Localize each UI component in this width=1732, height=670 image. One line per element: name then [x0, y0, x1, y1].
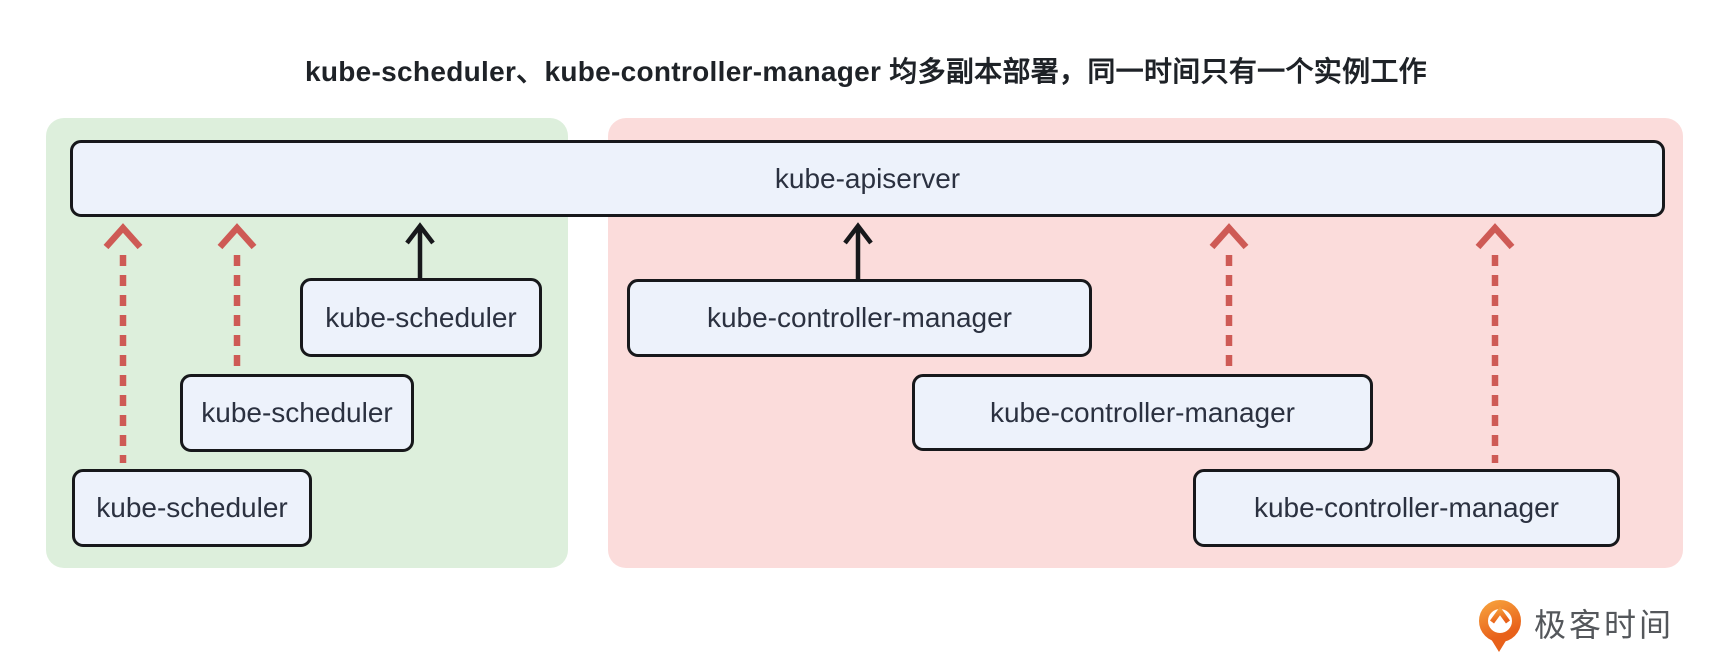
dashed-arrow-controller-manager-standby-2: [1475, 223, 1515, 463]
controller-manager-box-standby-2: kube-controller-manager: [1193, 469, 1620, 547]
apiserver-box: kube-apiserver: [70, 140, 1665, 217]
solid-arrow-scheduler-active: [405, 222, 435, 279]
geektime-logo: 极客时间: [1477, 597, 1674, 653]
controller-manager-label: kube-controller-manager: [989, 396, 1296, 428]
apiserver-label: kube-apiserver: [774, 162, 961, 194]
dashed-arrow-scheduler-standby-1: [103, 223, 143, 463]
scheduler-label: kube-scheduler: [325, 301, 517, 333]
scheduler-label: kube-scheduler: [96, 492, 288, 523]
scheduler-box-standby-2: kube-scheduler: [72, 469, 312, 547]
scheduler-box-standby-1: kube-scheduler: [180, 374, 414, 452]
controller-manager-box-active: kube-controller-manager: [627, 279, 1092, 357]
dashed-arrow-scheduler-standby-2: [217, 223, 257, 366]
controller-manager-box-standby-1: kube-controller-manager: [912, 374, 1373, 451]
diagram-title: kube-scheduler、kube-controller-manager 均…: [305, 56, 1427, 87]
controller-manager-label: kube-controller-manager: [706, 302, 1013, 333]
geektime-logo-icon: [1479, 600, 1521, 652]
solid-arrow-controller-manager-active: [843, 222, 873, 280]
controller-manager-label: kube-controller-manager: [1253, 492, 1560, 523]
scheduler-box-active: kube-scheduler: [300, 278, 542, 357]
geektime-logo-text: 极客时间: [1534, 607, 1675, 643]
scheduler-label: kube-scheduler: [201, 397, 393, 428]
dashed-arrow-controller-manager-standby-1: [1209, 223, 1249, 366]
